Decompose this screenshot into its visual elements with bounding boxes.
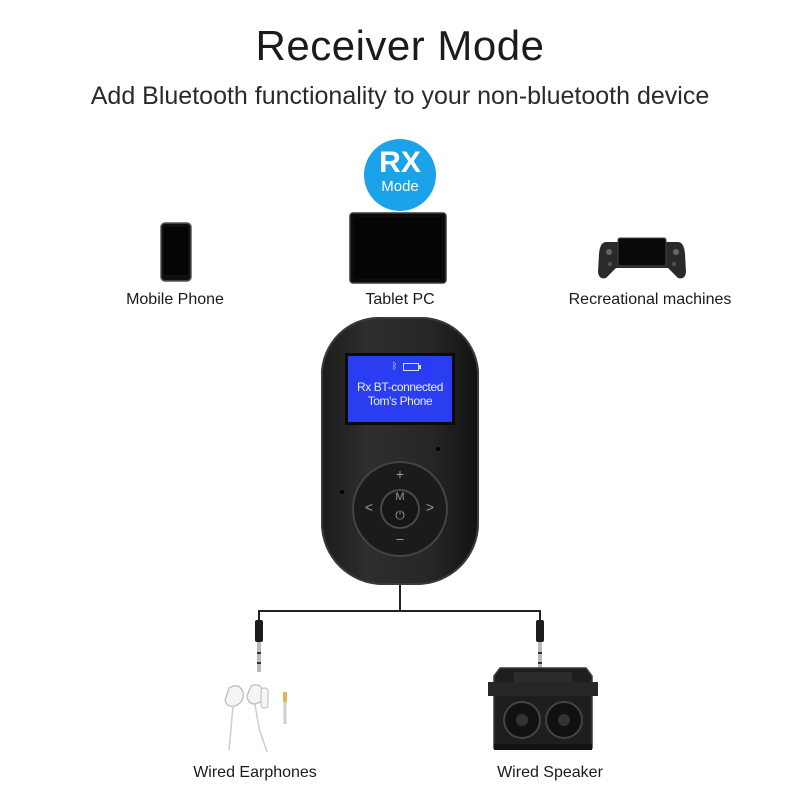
mobile-phone-icon bbox=[160, 222, 192, 282]
microphone-hole bbox=[340, 490, 344, 494]
wire-split bbox=[258, 610, 541, 612]
device-lcd-screen: ᛒ Rx BT-connected Tom's Phone bbox=[345, 353, 455, 425]
mode-button-label: M bbox=[395, 491, 405, 503]
page-title: Receiver Mode bbox=[255, 22, 545, 69]
previous-button[interactable]: < bbox=[364, 499, 374, 515]
power-icon: ⏻ bbox=[395, 508, 405, 522]
volume-down-button[interactable]: − bbox=[395, 531, 405, 547]
battery-icon bbox=[403, 363, 421, 371]
rx-badge-sub: Mode bbox=[381, 178, 419, 195]
bluetooth-icon: ᛒ bbox=[392, 361, 398, 371]
wire-trunk bbox=[399, 585, 401, 611]
next-button[interactable]: > bbox=[425, 499, 435, 515]
earphones-icon bbox=[224, 684, 287, 753]
wire-right-drop bbox=[539, 610, 541, 622]
source-label-recreational-machines: Recreational machines bbox=[568, 291, 732, 308]
page-subtitle: Add Bluetooth functionality to your non-… bbox=[90, 82, 710, 110]
screen-status-line: Rx BT-connected bbox=[356, 380, 444, 394]
screen-device-name: Tom's Phone bbox=[367, 394, 433, 408]
source-label-mobile-phone: Mobile Phone bbox=[126, 291, 224, 308]
output-label-wired-earphones: Wired Earphones bbox=[193, 764, 317, 781]
indicator-led bbox=[436, 447, 440, 451]
tablet-icon bbox=[349, 212, 447, 284]
source-label-tablet-pc: Tablet PC bbox=[365, 291, 435, 308]
rx-mode-badge: RX Mode bbox=[364, 139, 436, 211]
aux-plug-left-icon bbox=[255, 620, 263, 672]
rx-badge-main: RX bbox=[379, 146, 421, 179]
output-label-wired-speaker: Wired Speaker bbox=[497, 764, 603, 781]
mode-power-button[interactable] bbox=[380, 489, 420, 529]
wire-left-drop bbox=[258, 610, 260, 622]
speaker-icon bbox=[488, 667, 598, 750]
aux-plug-right-icon bbox=[536, 620, 544, 672]
volume-up-button[interactable]: + bbox=[395, 466, 405, 482]
game-console-icon bbox=[598, 237, 686, 279]
